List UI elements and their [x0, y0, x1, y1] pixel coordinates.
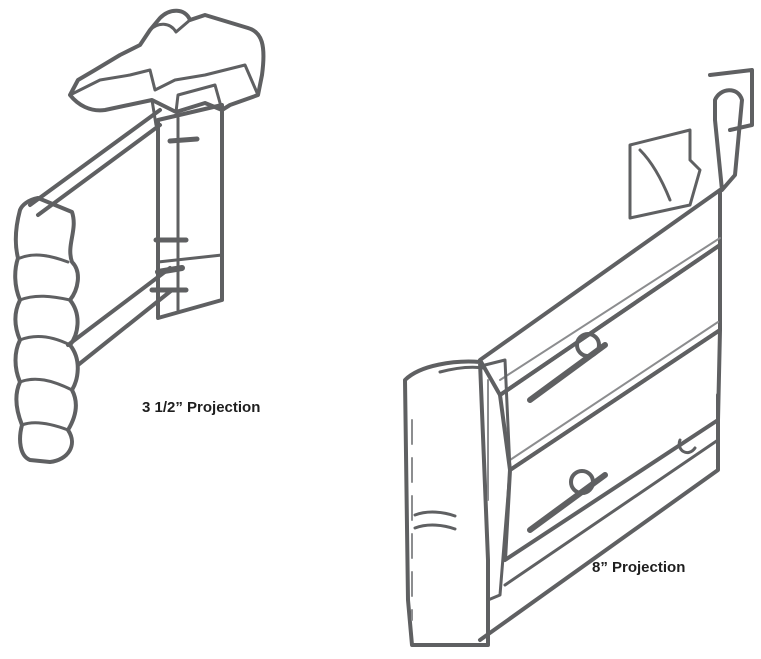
- long-projection-label: 8” Projection: [592, 559, 686, 576]
- right-grip-back: [483, 358, 512, 602]
- left-slot-1: [167, 136, 200, 144]
- right-knob-lower: [569, 469, 595, 495]
- left-grip: [13, 196, 80, 464]
- left-hook-notch: [148, 18, 192, 34]
- right-front-grip: [403, 359, 490, 647]
- right-fold-line-1: [499, 237, 721, 381]
- right-fold-line-2: [509, 321, 719, 461]
- right-grip-rim: [438, 365, 486, 374]
- right-knob-upper: [575, 332, 601, 358]
- right-upper-arm: [478, 188, 722, 397]
- left-wall-plate: [156, 103, 224, 320]
- left-upper-arm: [28, 108, 162, 217]
- right-grip-mark: [413, 510, 457, 531]
- right-middle-plate: [498, 243, 722, 472]
- left-top-hook: [68, 8, 266, 114]
- right-latch: [713, 88, 744, 192]
- right-rear-block: [628, 128, 702, 220]
- left-plate-split: [156, 253, 224, 264]
- right-bottom-edge: [478, 393, 720, 642]
- right-rear-curve: [638, 148, 672, 202]
- right-bottom-knob: [677, 438, 697, 454]
- short-projection-label: 3 1/2” Projection: [142, 399, 261, 416]
- left-hook-inner: [68, 63, 260, 97]
- left-lower-arm: [66, 266, 174, 367]
- left-grip-ridges: [18, 253, 74, 432]
